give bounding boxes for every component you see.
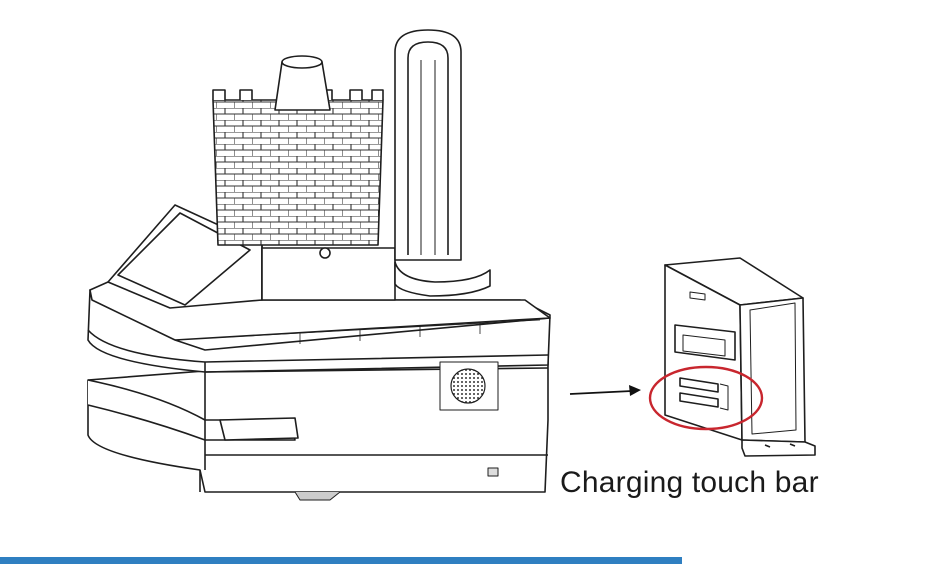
bottom-accent-bar bbox=[0, 557, 682, 564]
robot-illustration bbox=[87, 29, 551, 501]
caption-label: Charging touch bar bbox=[560, 466, 819, 499]
charging-dock-illustration bbox=[664, 257, 816, 457]
arrow-right-icon bbox=[569, 385, 641, 396]
highlight-circle bbox=[648, 365, 764, 431]
